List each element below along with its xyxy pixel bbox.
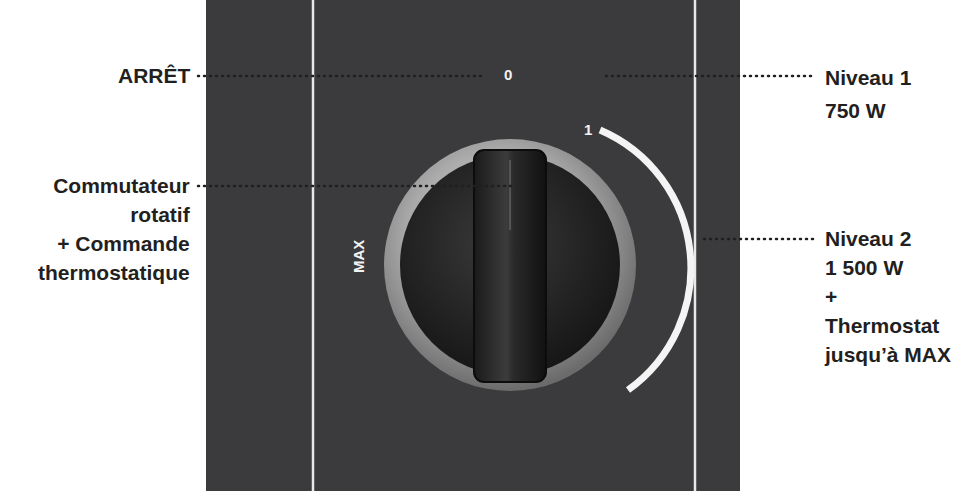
leader-line [198, 75, 482, 78]
panel-line [312, 0, 315, 491]
part-label: Niveau 1 750 W [825, 61, 911, 127]
part-label: Commutateur rotatif + Commande thermosta… [38, 171, 190, 287]
scale-mark: 1 [584, 121, 592, 139]
leader-lines [198, 76, 815, 239]
scale-mark: 0 [504, 66, 512, 84]
panel [206, 0, 740, 491]
knob-indicator [509, 160, 511, 230]
leader-line [704, 238, 815, 241]
knob-ring [384, 139, 636, 391]
scale-mark: MAX [350, 240, 368, 273]
part-label: Niveau 2 1 500 W + Thermostat jusqu’à MA… [825, 224, 951, 369]
leader-line [198, 185, 515, 188]
part-label: ARRÊT [118, 61, 190, 91]
panel-line [694, 0, 697, 491]
leader-line [606, 75, 815, 78]
